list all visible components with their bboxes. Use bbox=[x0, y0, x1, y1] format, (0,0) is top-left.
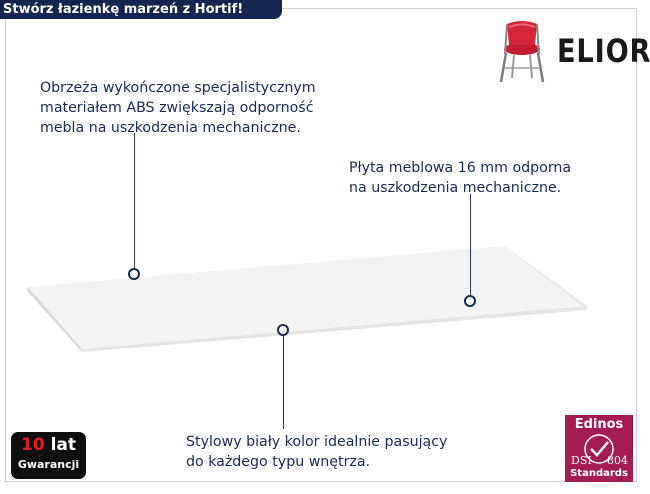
board-marker bbox=[464, 295, 476, 307]
certificate-seal-icon bbox=[584, 434, 614, 464]
board-pointer-line bbox=[470, 194, 471, 296]
brand-logo bbox=[499, 21, 545, 83]
edges-pointer-line bbox=[134, 133, 135, 270]
page-title: Stwórz łazienkę marzeń z Hortif! bbox=[0, 0, 282, 19]
color-marker bbox=[277, 324, 289, 336]
warranty-badge: 10 lat Gwarancji bbox=[11, 432, 86, 479]
content-frame bbox=[5, 8, 637, 482]
certificate-right: 804 bbox=[607, 454, 628, 467]
warranty-unit: lat bbox=[50, 435, 77, 455]
chair-icon bbox=[499, 21, 545, 83]
edges-marker bbox=[128, 268, 140, 280]
certificate-brand: Edinos bbox=[574, 417, 624, 432]
color-pointer-line bbox=[283, 335, 284, 429]
color-note: Stylowy biały kolor idealnie pasujący do… bbox=[186, 434, 448, 470]
certificate-standard: Standards bbox=[570, 468, 628, 479]
warranty-label: Gwarancji bbox=[17, 458, 80, 471]
brand-name: ELIOR bbox=[557, 32, 650, 70]
warranty-years: 10 bbox=[20, 435, 45, 455]
certificate-badge: Edinos DSI 804 Standards bbox=[565, 415, 633, 482]
edges-note: Obrzeża wykończone specjalistycznym mate… bbox=[40, 80, 316, 136]
certificate-left: DSI bbox=[571, 454, 592, 467]
board-note: Płyta meblowa 16 mm odporna na uszkodzen… bbox=[349, 160, 572, 196]
